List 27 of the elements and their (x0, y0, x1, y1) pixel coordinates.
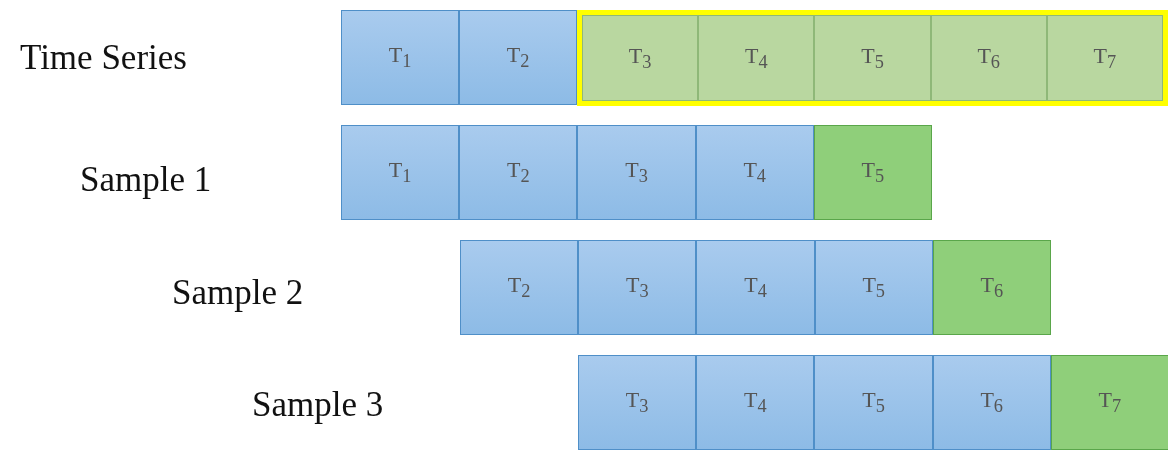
time-step-box: T$_{6}$ (932, 240, 1051, 335)
row-label: Sample 3 (252, 385, 384, 425)
time-step-box: T$_{2}$ (459, 125, 578, 220)
time-step-box: T$_{2}$ (459, 10, 578, 105)
time-step-box: T$_{4}$ (695, 125, 814, 220)
time-step-box: T$_{5}$ (814, 355, 933, 450)
time-step-box: T$_{7}$ (1046, 15, 1163, 101)
time-step-box: T$_{4}$ (698, 15, 815, 101)
time-step-box: T$_{4}$ (696, 240, 815, 335)
time-step-box: T$_{6}$ (930, 15, 1047, 101)
time-step-box: T$_{3}$ (578, 240, 697, 335)
time-step-box: T$_{3}$ (582, 15, 699, 101)
time-step-box: T$_{3}$ (578, 355, 697, 450)
row-label: Sample 1 (80, 160, 212, 200)
time-step-box: T$_{2}$ (460, 240, 579, 335)
time-step-box: T$_{4}$ (696, 355, 815, 450)
time-step-box: T$_{6}$ (932, 355, 1051, 450)
highlight-frame (577, 10, 1168, 106)
row-label: Time Series (20, 38, 187, 78)
time-step-box: T$_{1}$ (341, 10, 460, 105)
row-label: Sample 2 (172, 273, 304, 313)
time-step-box: T$_{3}$ (577, 125, 696, 220)
time-step-box: T$_{5}$ (814, 15, 931, 101)
time-step-box: T$_{5}$ (814, 240, 933, 335)
time-step-box: T$_{1}$ (341, 125, 460, 220)
time-step-box: T$_{5}$ (813, 125, 932, 220)
time-step-box: T$_{7}$ (1050, 355, 1168, 450)
